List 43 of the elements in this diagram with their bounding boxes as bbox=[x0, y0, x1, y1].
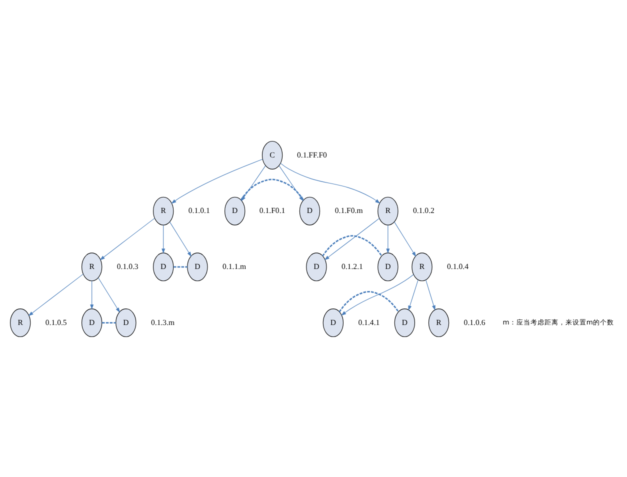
arrow bbox=[341, 274, 414, 316]
arrow bbox=[280, 162, 380, 204]
node-label: 0.1.F0.1 bbox=[259, 206, 286, 215]
arrow bbox=[90, 280, 94, 310]
arrow bbox=[171, 158, 263, 204]
arrow bbox=[426, 279, 436, 310]
node-ellipse: D bbox=[322, 308, 344, 337]
node-ellipse: D bbox=[82, 308, 102, 337]
node-label: 0.1.FF.F0 bbox=[296, 150, 327, 159]
node-label: 0.1.0.4 bbox=[447, 262, 469, 270]
arrow bbox=[170, 221, 192, 256]
node-ellipse: R bbox=[82, 252, 102, 281]
connector bbox=[102, 322, 116, 323]
node-label: 0.1.F0.m bbox=[334, 206, 363, 215]
node-label: 0.1.1.m bbox=[222, 262, 246, 270]
arrow bbox=[408, 279, 418, 310]
node-ellipse: D bbox=[378, 252, 398, 281]
node-label: 0.1.0.2 bbox=[412, 206, 434, 215]
connector bbox=[322, 234, 382, 256]
node-ellipse: R bbox=[10, 308, 31, 337]
node-label: 0.1.2.1 bbox=[341, 262, 363, 270]
arrow bbox=[28, 273, 84, 316]
arrow bbox=[98, 277, 120, 312]
node-ellipse: R bbox=[153, 196, 174, 225]
node-ellipse: R bbox=[378, 196, 398, 225]
arrow bbox=[386, 224, 390, 254]
arrow bbox=[394, 221, 416, 256]
arrow bbox=[162, 224, 166, 254]
node-label: 0.1.4.1 bbox=[358, 317, 380, 326]
node-label: 0.1.0.1 bbox=[188, 206, 210, 215]
connector bbox=[173, 266, 188, 268]
arrow bbox=[100, 217, 155, 260]
arrow bbox=[324, 218, 380, 260]
node-ellipse: D bbox=[394, 308, 416, 337]
connector bbox=[338, 290, 400, 312]
node-label: 0.1.0.6 bbox=[464, 317, 486, 326]
node-label: 0.1.3.m bbox=[150, 317, 175, 326]
node-ellipse: C bbox=[262, 140, 283, 169]
node-label: 0.1.0.3 bbox=[116, 262, 138, 270]
node-ellipse: R bbox=[428, 308, 450, 337]
node-ellipse: D bbox=[306, 252, 327, 281]
node-label: 0.1.0.5 bbox=[45, 317, 67, 326]
node-ellipse: D bbox=[153, 252, 174, 281]
